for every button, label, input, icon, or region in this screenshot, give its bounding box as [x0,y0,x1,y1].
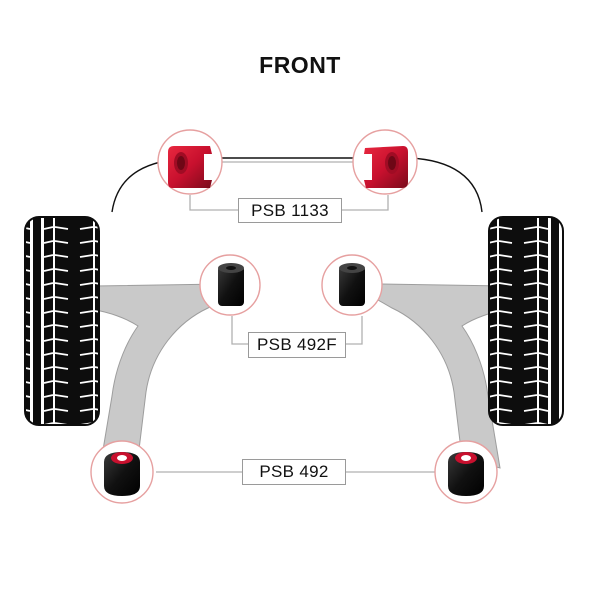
part-code: PSB 492 [259,462,329,481]
front-arm-bush-right-icon [339,263,365,306]
leader-line-psb1133-left [189,195,238,211]
part-label-psb1133: PSB 1133 [238,198,342,223]
rear-arm-bush-left-icon [104,452,140,496]
anti-roll-bush-right-icon [364,146,408,188]
front-arm-bush-left-icon [218,263,244,306]
rear-arm-bush-right-icon [448,452,484,496]
part-code: PSB 492F [257,335,337,354]
left-wishbone-arm [94,283,223,469]
anti-roll-bush-left-icon [168,146,212,188]
diagram-title: FRONT [259,52,341,78]
leader-line-psb1133-right [342,195,389,211]
right-tyre [488,216,564,426]
leader-line-psb492f-left [231,316,248,345]
right-wishbone-arm [377,283,506,469]
part-label-psb492f: PSB 492F [248,332,346,358]
part-code: PSB 1133 [251,200,329,220]
part-label-psb492: PSB 492 [242,459,346,485]
anti-roll-bar [111,157,483,213]
leader-line-psb492f-right [346,316,363,345]
left-tyre [24,216,100,426]
